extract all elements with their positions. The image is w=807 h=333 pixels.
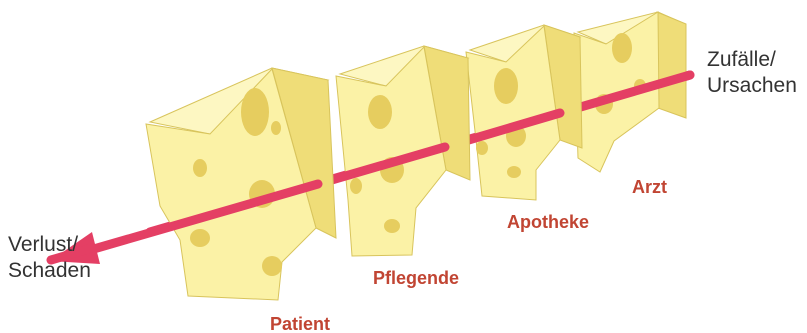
output-label-line1: Verlust/ [8,232,91,258]
layer-label-pflegende: Pflegende [373,268,459,289]
layer-label-patient: Patient [270,314,330,333]
output-label-line2: Schaden [8,258,91,284]
input-label-line1: Zufälle/ [707,47,797,73]
layer-label-arzt: Arzt [632,177,667,198]
input-label: Zufälle/ Ursachen [707,47,797,99]
cheese-slice-pflegende [336,46,470,256]
input-label-line2: Ursachen [707,73,797,99]
cheese-slice-apotheke [466,25,582,200]
layer-label-apotheke: Apotheke [507,212,589,233]
output-label: Verlust/ Schaden [8,232,91,284]
